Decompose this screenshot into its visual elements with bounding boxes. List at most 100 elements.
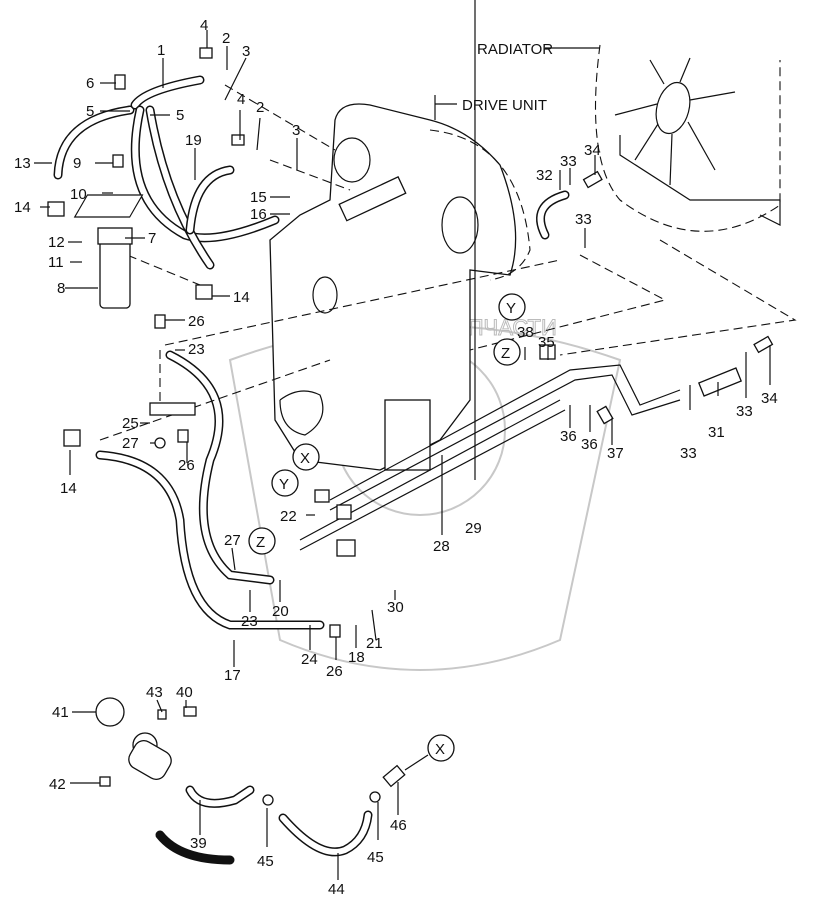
label-part-9: 9 xyxy=(73,155,81,172)
label-part-18: 18 xyxy=(348,649,365,666)
label-part-2: 2 xyxy=(256,99,264,116)
part-26-bolt xyxy=(154,314,166,329)
radiator-fan-blades xyxy=(614,57,736,186)
part-41-cap xyxy=(95,697,125,727)
label-part-14: 14 xyxy=(14,199,31,216)
label-part-33: 33 xyxy=(560,153,577,170)
label-part-19: 19 xyxy=(185,132,202,149)
pipe-29-upper xyxy=(329,364,681,501)
label-part-45: 45 xyxy=(257,853,274,870)
part-7-filter-head xyxy=(97,227,133,245)
drive-unit-dashed xyxy=(429,129,531,281)
part-39-filler-tube xyxy=(128,740,172,780)
label-part-42: 42 xyxy=(49,776,66,793)
drive-unit-housing xyxy=(269,103,517,471)
label-part-23: 23 xyxy=(241,613,258,630)
svg-text:Y: Y xyxy=(506,300,516,317)
label-part-10: 10 xyxy=(70,186,87,203)
drive-unit: DRIVE UNIT xyxy=(269,95,547,471)
label-part-27: 27 xyxy=(122,435,139,452)
label-part-32: 32 xyxy=(536,167,553,184)
radiator-fan-outline xyxy=(594,44,781,232)
label-part-43: 43 xyxy=(146,684,163,701)
svg-text:Z: Z xyxy=(501,345,510,362)
part-45-clamp xyxy=(262,794,274,806)
label-part-23: 23 xyxy=(188,341,205,358)
part-43-plug xyxy=(157,709,167,720)
part-9-bolt xyxy=(112,154,124,168)
part-37-bolt xyxy=(596,405,614,425)
drive-unit-block xyxy=(384,399,431,471)
label-part-41: 41 xyxy=(52,704,69,721)
radiator-frame xyxy=(619,135,781,226)
part-6-bolt xyxy=(114,74,126,90)
svg-text:X: X xyxy=(300,450,310,467)
part-31-tube xyxy=(697,367,743,397)
label-part-26: 26 xyxy=(188,313,205,330)
connection-lines xyxy=(99,84,797,441)
part-labels: 1 2 2 3 3 4 4 5 5 6 7 8 9 10 11 12 13 14… xyxy=(14,17,778,898)
label-part-37: 37 xyxy=(607,445,624,462)
drive-unit-label: DRIVE UNIT xyxy=(462,97,547,114)
small-parts xyxy=(47,47,774,806)
hose-39 xyxy=(155,830,235,865)
reference-markers: Y Z X Y Z X xyxy=(248,293,526,762)
part-10-plate xyxy=(73,194,144,218)
label-part-4: 4 xyxy=(200,17,208,34)
ref-marker-y-top: Y xyxy=(498,293,526,321)
label-part-33: 33 xyxy=(736,403,753,420)
label-part-2: 2 xyxy=(222,30,230,47)
drive-unit-port-2 xyxy=(441,196,479,254)
label-part-35: 35 xyxy=(538,334,555,351)
label-part-5: 5 xyxy=(176,107,184,124)
label-part-12: 12 xyxy=(48,234,65,251)
label-part-8: 8 xyxy=(57,280,65,297)
label-part-33: 33 xyxy=(680,445,697,462)
label-part-29: 29 xyxy=(465,520,482,537)
part-45-clamp-b xyxy=(369,791,381,803)
label-part-25: 25 xyxy=(122,415,139,432)
part-clamp-block xyxy=(336,504,352,520)
part-14-elbow-top xyxy=(47,201,65,217)
label-part-28: 28 xyxy=(433,538,450,555)
label-part-36: 36 xyxy=(581,436,598,453)
label-part-11: 11 xyxy=(48,254,64,271)
svg-text:Z: Z xyxy=(256,534,265,551)
part-clamp-block-b xyxy=(336,539,356,557)
part-8-oil-filter xyxy=(99,239,131,309)
part-40-bolt xyxy=(183,706,197,717)
hoses xyxy=(53,75,570,865)
label-part-21: 21 xyxy=(366,635,383,652)
cooler-pipes xyxy=(299,364,743,551)
label-part-33: 33 xyxy=(575,211,592,228)
label-part-6: 6 xyxy=(86,75,94,92)
svg-text:X: X xyxy=(435,741,445,758)
label-part-26: 26 xyxy=(326,663,343,680)
ref-marker-z-mid: Z xyxy=(248,527,276,555)
label-part-38: 38 xyxy=(517,324,534,341)
part-14-elbow-mid xyxy=(195,284,213,300)
label-part-30: 30 xyxy=(387,599,404,616)
label-part-24: 24 xyxy=(301,651,318,668)
radiator-label: RADIATOR xyxy=(477,41,553,58)
leader-lines xyxy=(34,0,771,880)
part-14-elbow-bottom xyxy=(63,429,81,447)
label-part-7: 7 xyxy=(148,230,156,247)
label-part-27: 27 xyxy=(224,532,241,549)
label-part-5: 5 xyxy=(86,103,94,120)
ref-marker-x-bottom: X xyxy=(427,734,455,762)
radiator: RADIATOR xyxy=(477,41,781,232)
label-part-22: 22 xyxy=(280,508,297,525)
part-4-bolt-b xyxy=(231,134,245,146)
label-part-45: 45 xyxy=(367,849,384,866)
label-part-46: 46 xyxy=(390,817,407,834)
part-34-nipple-b xyxy=(753,335,774,354)
part-26-bolt-b xyxy=(177,429,189,443)
part-34-nipple xyxy=(582,170,603,189)
label-part-31: 31 xyxy=(708,424,725,441)
label-part-17: 17 xyxy=(224,667,241,684)
drive-unit-cover xyxy=(279,390,324,436)
label-part-3: 3 xyxy=(292,122,300,139)
label-part-4: 4 xyxy=(237,91,245,108)
